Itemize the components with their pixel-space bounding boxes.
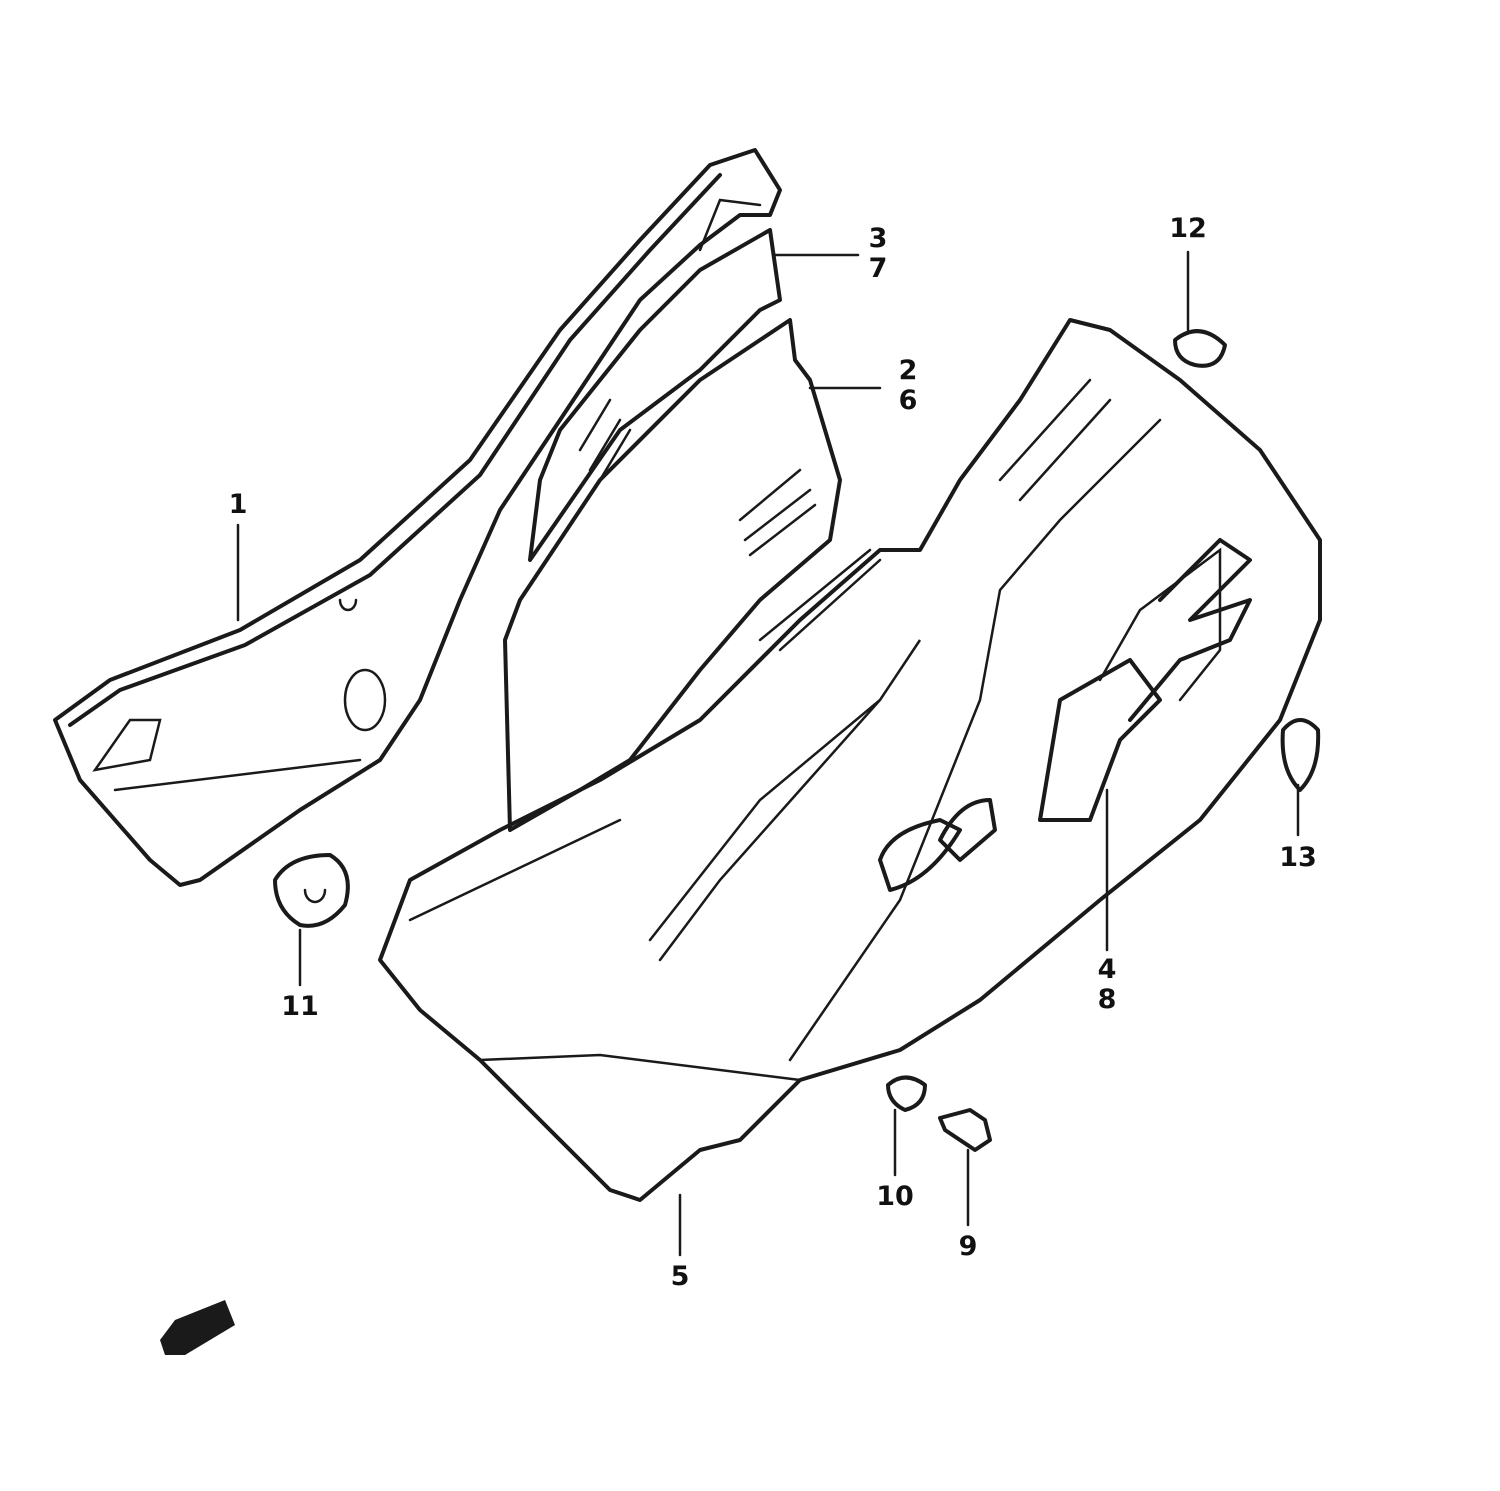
callout-10: 10 xyxy=(875,1182,915,1212)
callout-number: 12 xyxy=(1169,213,1207,244)
callout-12: 12 xyxy=(1168,214,1208,244)
callout-number: 3 xyxy=(868,223,888,254)
callout-11: 11 xyxy=(280,992,320,1022)
front-arrow-icon xyxy=(160,1300,235,1355)
part-1-frame-cover xyxy=(53,148,782,887)
callout-number: 11 xyxy=(281,991,319,1022)
callout-13: 13 xyxy=(1278,843,1318,873)
callout-number: 5 xyxy=(670,1261,690,1292)
callout-number: 4 xyxy=(1097,954,1117,985)
part-2-panel xyxy=(503,318,842,832)
emblem-650rx xyxy=(878,538,1252,892)
callout-number: 8 xyxy=(1097,984,1117,1015)
callout-9: 9 xyxy=(948,1232,988,1262)
part-13-grommet xyxy=(1280,718,1321,792)
callout-number: 9 xyxy=(958,1231,978,1262)
part-9-screw xyxy=(938,1108,992,1152)
callout-number: 13 xyxy=(1279,842,1317,873)
leader-lines xyxy=(236,250,1300,1257)
callout-5: 5 xyxy=(660,1262,700,1292)
callout-number: 2 xyxy=(898,355,918,386)
part-11-grommet xyxy=(273,853,350,928)
callout-number: 6 xyxy=(898,385,918,416)
callout-1: 1 xyxy=(218,490,258,520)
callout-number: 10 xyxy=(876,1181,914,1212)
part-12-nut xyxy=(1173,329,1227,368)
part-10-washer xyxy=(886,1075,927,1112)
part-3-panel xyxy=(528,228,782,562)
part-5-side-cover xyxy=(378,318,1322,1202)
callout-number: 1 xyxy=(228,489,248,520)
callout-number: 7 xyxy=(868,253,888,284)
